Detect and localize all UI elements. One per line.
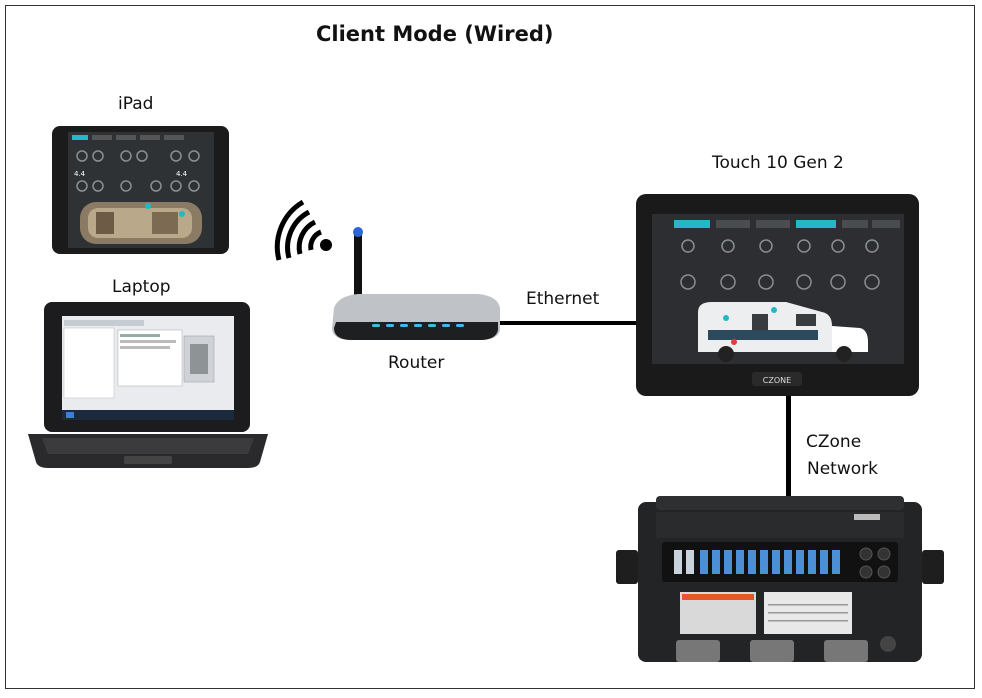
ipad-device: 4.4 4.4 <box>52 126 229 254</box>
touch-display-device: CZONE <box>636 194 919 396</box>
diagram-title: Client Mode (Wired) <box>316 22 554 46</box>
czone-network-label-line2: Network <box>807 459 878 479</box>
svg-text:4.4: 4.4 <box>74 170 86 178</box>
czone-network-cable <box>786 396 791 496</box>
laptop-label: Laptop <box>112 277 171 297</box>
ipad-label: iPad <box>118 94 154 114</box>
ethernet-cable <box>500 321 638 325</box>
czone-network-label-line1: CZone <box>806 432 862 452</box>
wifi-icon <box>274 199 332 261</box>
router-label: Router <box>388 353 445 373</box>
ethernet-label: Ethernet <box>526 289 600 309</box>
touch-display-label: Touch 10 Gen 2 <box>712 153 844 173</box>
czone-control-module <box>616 496 944 662</box>
czone-logo: CZONE <box>763 376 791 385</box>
laptop-device <box>28 302 268 468</box>
router-device <box>332 227 500 340</box>
svg-text:4.4: 4.4 <box>176 170 188 178</box>
